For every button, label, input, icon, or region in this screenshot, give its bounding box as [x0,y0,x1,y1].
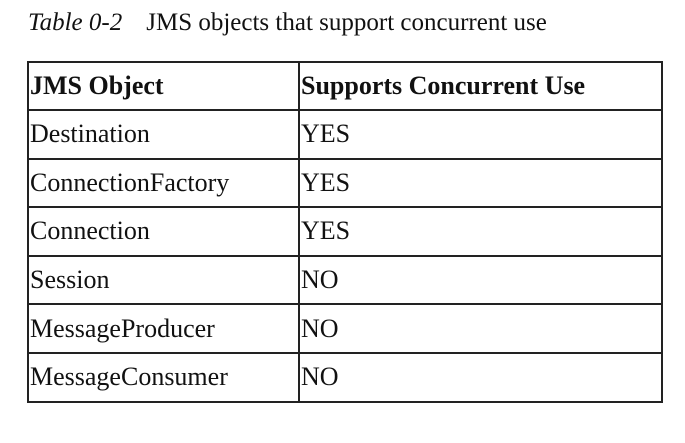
table-cell-object: Destination [27,109,300,160]
table-row: Session NO [27,254,663,306]
table-cell-object: Session [27,254,300,306]
table-row: Connection YES [27,206,663,257]
column-header-supports-concurrent-use: Supports Concurrent Use [298,61,663,111]
table-row: Destination YES [27,109,663,160]
table-cell-support: YES [298,206,663,257]
table-cell-object: MessageConsumer [27,351,300,403]
table-number: Table 0-2 [28,9,123,36]
table-cell-support: YES [298,157,663,209]
table-cell-support: NO [298,254,663,306]
table-row: MessageProducer NO [27,303,663,354]
table-header-row: JMS Object Supports Concurrent Use [27,61,663,111]
jms-concurrency-table: JMS Object Supports Concurrent Use Desti… [27,61,663,403]
table-row: MessageConsumer NO [27,351,663,403]
table-row: ConnectionFactory YES [27,157,663,209]
table-cell-object: ConnectionFactory [27,157,300,209]
column-header-jms-object: JMS Object [27,61,300,111]
table-cell-support: NO [298,351,663,403]
table-cell-object: MessageProducer [27,303,300,354]
table-caption: Table 0-2 JMS objects that support concur… [28,7,547,39]
table-cell-object: Connection [27,206,300,257]
table-title: JMS objects that support concurrent use [146,9,547,36]
table-cell-support: YES [298,109,663,160]
table-cell-support: NO [298,303,663,354]
